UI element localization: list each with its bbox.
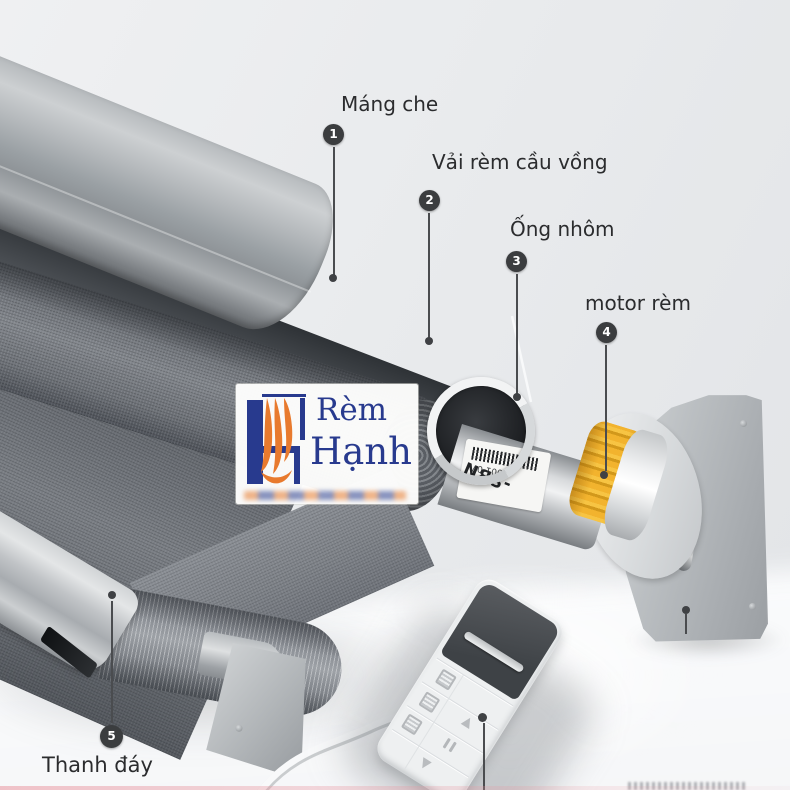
callout-5-badge: 5 [100,725,123,748]
bracket-pointer-line [685,614,687,634]
callout-3-dot [513,393,521,401]
bracket-screw [749,603,757,611]
callout-3-badge: 3 [506,251,527,272]
callout-2-line [428,213,430,339]
remote-pointer-dot [478,713,487,722]
callout-3-line [516,274,518,395]
label-cover: Máng che [341,92,439,116]
curtain-logo-icon [247,394,306,484]
label-motor: motor rèm [585,291,691,315]
label-fabric: Vải rèm cầu vồng [432,150,608,174]
callout-5-line [111,601,113,723]
callout-1-line [333,147,335,276]
callout-4-line [605,345,607,471]
callout-2-badge: 2 [419,190,440,211]
label-tube: Ống nhôm [510,217,615,241]
callout-5-dot [108,591,116,599]
logo-word-2: Hạnh [310,430,412,473]
logo-word-1: Rèm [316,392,388,428]
logo-tagline-blur [244,491,406,500]
bracket-screw [235,724,243,732]
callout-4-badge: 4 [596,322,617,343]
brand-logo: Rèm Hạnh [236,384,418,504]
callout-1-dot [329,274,337,282]
callout-4-dot [600,471,608,479]
remote-indicator-slot [462,630,525,674]
callout-1-badge: 1 [323,124,344,145]
remote-pointer-line [483,723,485,790]
label-bottom-bar: Thanh đáy [42,753,153,777]
bracket-screw [739,420,747,428]
bracket-pointer-dot [682,606,690,614]
callout-2-dot [425,337,433,345]
bottom-edge-strip [0,786,790,790]
